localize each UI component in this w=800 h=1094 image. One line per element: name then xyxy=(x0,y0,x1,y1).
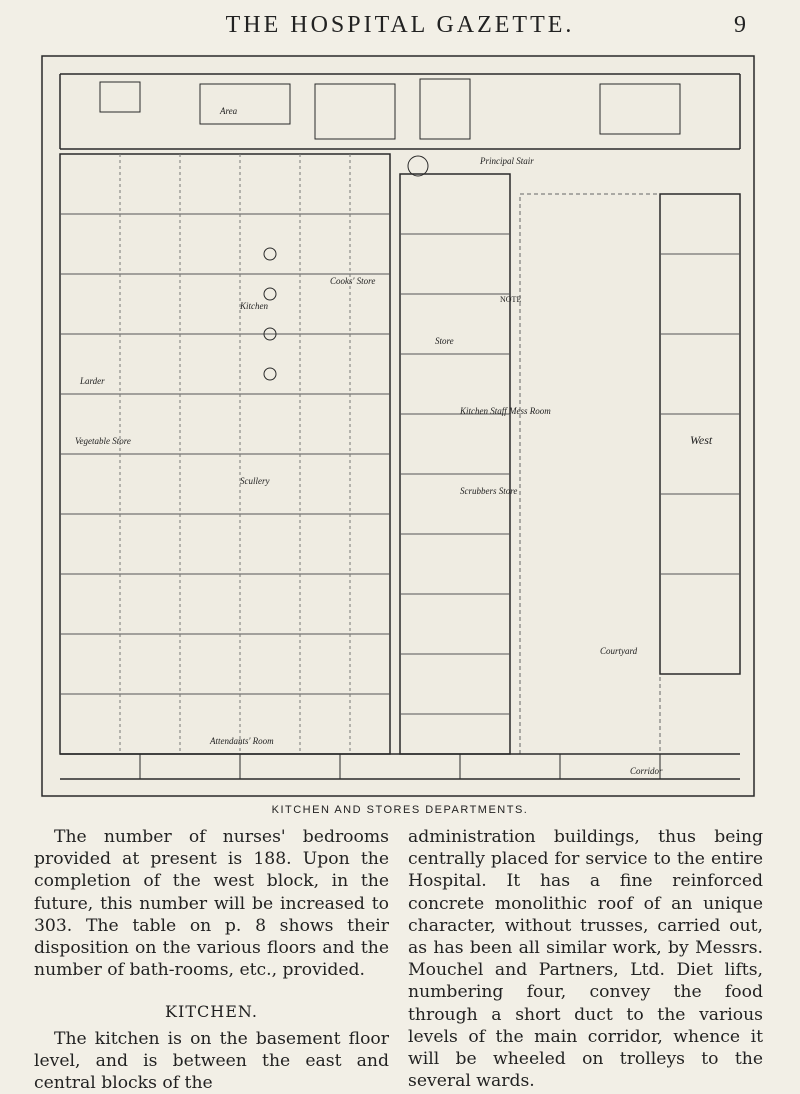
label-area: Area xyxy=(219,106,238,116)
architectural-floor-plan: Area Principal Stair Kitchen Scullery St… xyxy=(40,54,756,798)
right-column: administration buildings, thus being cen… xyxy=(408,826,763,1092)
journal-title: THE HOSPITAL GAZETTE. xyxy=(225,12,575,38)
label-scullery: Scullery xyxy=(240,476,270,486)
label-vegetable-store: Vegetable Store xyxy=(75,436,131,446)
label-scrubbers-store: Scrubbers Store xyxy=(460,486,517,496)
label-store: Store xyxy=(435,336,454,346)
label-kitchen-staff-mess: Kitchen Staff Mess Room xyxy=(459,406,551,416)
label-courtyard: Courtyard xyxy=(600,646,638,656)
west-block-grid xyxy=(119,154,351,754)
oven-1 xyxy=(263,247,277,261)
label-cooks-store: Cooks' Store xyxy=(330,276,375,286)
figure-caption: KITCHEN AND STORES DEPARTMENTS. xyxy=(271,804,529,816)
east-wing-floors xyxy=(660,253,740,575)
floor-plan-drawing: Area Principal Stair Kitchen Scullery St… xyxy=(41,55,755,797)
article-body: The number of nurses' bedrooms provided … xyxy=(34,826,766,1093)
plan-border xyxy=(41,55,755,797)
central-block-floors xyxy=(400,233,510,715)
paragraph-kitchen-location: The kitchen is on the basement floor lev… xyxy=(34,1028,389,1094)
section-heading-kitchen: KITCHEN. xyxy=(165,1002,258,1022)
page-number: 9 xyxy=(734,12,746,38)
label-west: West xyxy=(690,433,713,447)
top-band xyxy=(59,73,741,150)
oven-4 xyxy=(263,367,277,381)
bottom-corridor xyxy=(60,753,740,780)
top-rooms xyxy=(99,78,681,140)
paragraph-nurses-bedrooms: The number of nurses' bedrooms provided … xyxy=(34,827,389,981)
page-header: THE HOSPITAL GAZETTE. 9 xyxy=(0,12,800,52)
label-larder: Larder xyxy=(79,376,105,386)
label-principal-stair: Principal Stair xyxy=(479,156,534,166)
label-corridor: Corridor xyxy=(630,766,663,776)
east-wing xyxy=(659,193,741,675)
oven-3 xyxy=(263,327,277,341)
label-note: NOTE xyxy=(500,295,521,304)
lift-circle xyxy=(407,155,429,177)
oven-2 xyxy=(263,287,277,301)
label-kitchen: Kitchen xyxy=(239,301,268,311)
label-attendants-room: Attendants' Room xyxy=(209,736,274,746)
east-block xyxy=(519,193,661,755)
corridor-bays xyxy=(139,754,661,779)
paragraph-administration: administration buildings, thus being cen… xyxy=(408,827,763,1092)
west-block-floors xyxy=(60,213,390,695)
left-column: The number of nurses' bedrooms provided … xyxy=(34,826,389,1094)
central-block xyxy=(399,173,511,755)
